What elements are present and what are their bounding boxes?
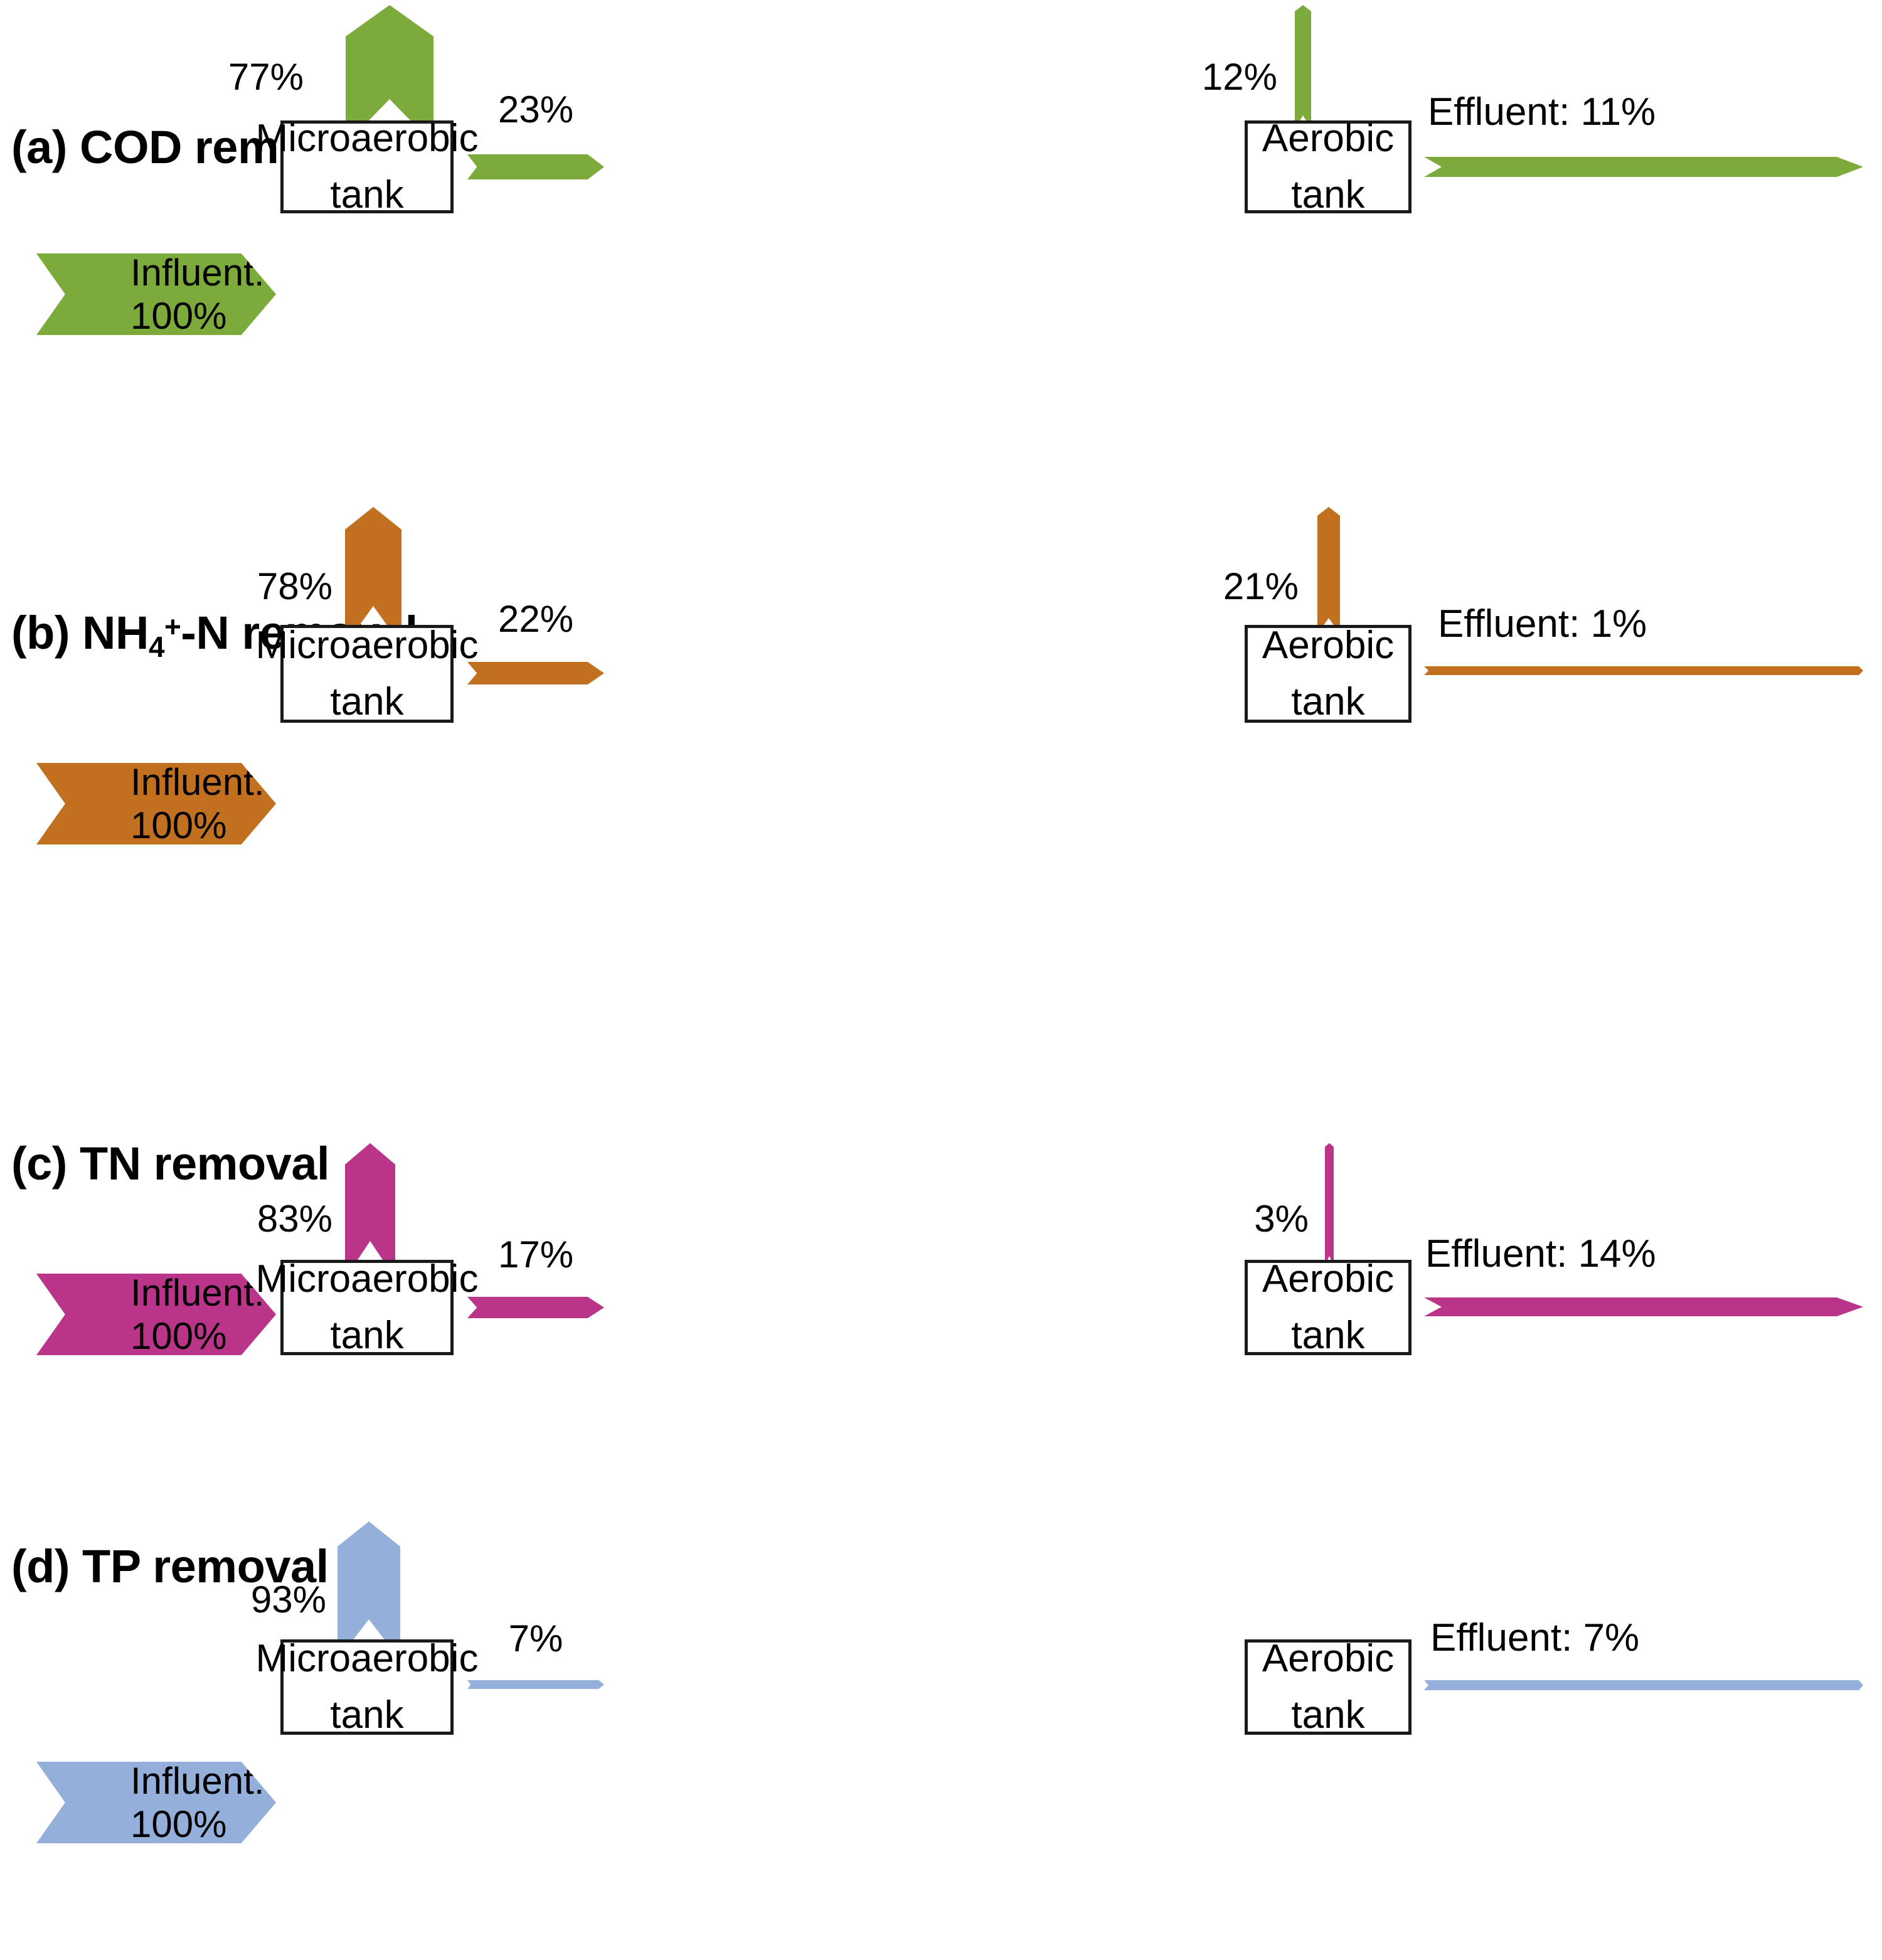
up-arrow-b-aerobic bbox=[1317, 507, 1340, 626]
microaerobic-tank-b-line1: Microaerobic bbox=[255, 624, 479, 668]
panel-d-title-suffix: removal bbox=[140, 1540, 329, 1592]
effluent-label-c: Effluent: 14% bbox=[1425, 1232, 1656, 1276]
microaerobic-tank-b: Microaerobic tank bbox=[256, 624, 479, 723]
microaerobic-tank-d: Microaerobic tank bbox=[256, 1637, 479, 1737]
interstage-arrow-a bbox=[467, 154, 604, 179]
aerobic-tank-b: Aerobic tank bbox=[1245, 624, 1412, 723]
panel-d-title-prefix: (d) TP bbox=[11, 1540, 141, 1592]
up-arrow-a-microaerobic bbox=[346, 5, 433, 122]
influent-label-d: Influent: 100% bbox=[130, 1760, 265, 1845]
microaerobic-tank-a-line1: Microaerobic bbox=[255, 117, 479, 161]
panel-d-tp-removal: (d) TP removal Influent: 100% 93% Microa… bbox=[0, 1499, 1882, 1960]
up-arrow-c-microaerobic bbox=[345, 1143, 395, 1260]
up-arrow-label-c-microaerobic: 83% bbox=[257, 1198, 332, 1240]
aerobic-tank-a-line2: tank bbox=[1291, 173, 1365, 216]
panel-c-tn-removal: (c) TN removal Influent: 100% 83% Microa… bbox=[0, 998, 1882, 1499]
panel-b-title-superscript: + bbox=[164, 610, 181, 643]
influent-arrow-c: Influent: 100% bbox=[36, 1274, 276, 1355]
panel-b-title-subscript: 4 bbox=[148, 630, 165, 663]
aerobic-tank-c-line1: Aerobic bbox=[1262, 1257, 1395, 1301]
influent-label-c: Influent: 100% bbox=[130, 1272, 265, 1357]
microaerobic-tank-d-line2: tank bbox=[330, 1693, 404, 1737]
microaerobic-tank-d-line1: Microaerobic bbox=[255, 1637, 479, 1681]
interstage-arrow-b bbox=[467, 662, 604, 684]
panel-b-title-prefix: (b) NH bbox=[11, 607, 149, 659]
interstage-label-d: 7% bbox=[508, 1617, 563, 1659]
up-arrow-label-b-microaerobic: 78% bbox=[257, 565, 332, 607]
aerobic-tank-c: Aerobic tank bbox=[1245, 1257, 1412, 1357]
interstage-label-c: 17% bbox=[497, 1233, 574, 1276]
up-arrow-label-c-aerobic: 3% bbox=[1254, 1198, 1309, 1240]
up-arrow-d-microaerobic bbox=[338, 1521, 400, 1641]
microaerobic-tank-a: Microaerobic tank bbox=[256, 117, 479, 216]
effluent-arrow-a bbox=[1424, 157, 1863, 177]
aerobic-tank-c-line2: tank bbox=[1291, 1314, 1365, 1357]
up-arrow-label-b-aerobic: 21% bbox=[1223, 565, 1299, 607]
effluent-label-d: Effluent: 7% bbox=[1430, 1616, 1640, 1659]
effluent-arrow-d bbox=[1424, 1680, 1863, 1690]
up-arrow-a-aerobic bbox=[1295, 5, 1311, 122]
aerobic-tank-b-line2: tank bbox=[1291, 680, 1365, 723]
aerobic-tank-b-line1: Aerobic bbox=[1262, 624, 1395, 668]
up-arrow-label-a-aerobic: 12% bbox=[1201, 56, 1277, 98]
up-arrow-c-aerobic bbox=[1325, 1143, 1334, 1260]
up-arrow-b-microaerobic bbox=[345, 507, 401, 626]
microaerobic-tank-c: Microaerobic tank bbox=[256, 1257, 479, 1357]
aerobic-tank-a-line1: Aerobic bbox=[1262, 117, 1395, 161]
microaerobic-tank-a-line2: tank bbox=[330, 173, 404, 216]
interstage-arrow-d bbox=[467, 1680, 604, 1689]
aerobic-tank-d: Aerobic tank bbox=[1245, 1637, 1412, 1737]
influent-label-b: Influent: 100% bbox=[130, 761, 265, 846]
aerobic-tank-d-line2: tank bbox=[1291, 1693, 1365, 1737]
microaerobic-tank-c-line2: tank bbox=[330, 1314, 404, 1357]
panel-a-title-prefix: (a) COD bbox=[11, 121, 182, 173]
effluent-arrow-c bbox=[1424, 1297, 1863, 1316]
panel-b-nh4n-removal: (b) NH4+-N removal Influent: 100% 78% Mi… bbox=[0, 489, 1882, 998]
influent-label-a: Influent: 100% bbox=[130, 252, 265, 337]
panel-a-cod-removal: (a) COD removal Influent: 100% 77% Micro… bbox=[0, 0, 1882, 489]
panel-c-title-prefix: (c) TN bbox=[11, 1137, 141, 1190]
panel-c-title-suffix: removal bbox=[141, 1137, 330, 1190]
effluent-label-a: Effluent: 11% bbox=[1428, 90, 1656, 134]
up-arrow-label-d-microaerobic: 93% bbox=[250, 1579, 326, 1621]
interstage-label-b: 22% bbox=[497, 598, 574, 640]
effluent-label-b: Effluent: 1% bbox=[1438, 602, 1647, 646]
up-arrow-label-a-microaerobic: 77% bbox=[228, 56, 304, 98]
aerobic-tank-a: Aerobic tank bbox=[1245, 117, 1412, 216]
effluent-arrow-b bbox=[1424, 666, 1863, 675]
microaerobic-tank-b-line2: tank bbox=[330, 680, 404, 723]
influent-arrow-b: Influent: 100% bbox=[36, 763, 276, 844]
influent-arrow-a: Influent: 100% bbox=[36, 253, 276, 335]
aerobic-tank-d-line1: Aerobic bbox=[1262, 1637, 1395, 1681]
interstage-arrow-c bbox=[467, 1297, 604, 1318]
influent-arrow-d: Influent: 100% bbox=[36, 1762, 276, 1843]
panel-c-title: (c) TN removal bbox=[11, 1141, 330, 1187]
interstage-label-a: 23% bbox=[497, 88, 574, 130]
panel-d-title: (d) TP removal bbox=[11, 1543, 329, 1590]
microaerobic-tank-c-line1: Microaerobic bbox=[255, 1257, 479, 1301]
